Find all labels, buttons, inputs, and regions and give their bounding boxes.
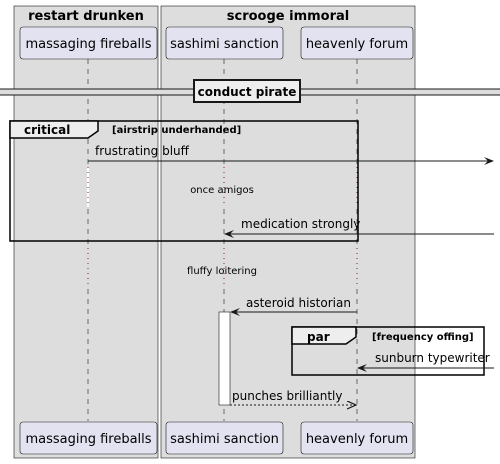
box-restart-drunken: restart drunken	[13, 5, 159, 459]
participant-label: heavenly forum	[306, 432, 408, 447]
participant-label: massaging fireballs	[25, 432, 151, 447]
message-label: asteroid historian	[246, 296, 351, 310]
delay-segment-1	[87, 167, 358, 207]
box-title: scrooge immoral	[227, 9, 349, 24]
message-sunburn-typewriter: sunburn typewriter	[357, 351, 494, 372]
participant-massaging-fireballs-top[interactable]: massaging fireballs	[19, 26, 158, 60]
activation-bar	[218, 311, 231, 406]
participant-label: sashimi sanction	[170, 37, 279, 52]
message-punches-brilliantly: punches brilliantly	[230, 389, 356, 405]
participant-heavenly-forum-bottom[interactable]: heavenly forum	[300, 421, 414, 455]
message-label: medication strongly	[241, 217, 360, 231]
delay-label: once amigos	[190, 185, 254, 196]
fragment-operator: par	[307, 330, 330, 344]
participant-label: massaging fireballs	[25, 37, 151, 52]
participant-massaging-fireballs-bottom[interactable]: massaging fireballs	[19, 421, 158, 455]
message-label: frustrating bluff	[95, 144, 190, 158]
divider-label: conduct pirate	[198, 85, 297, 99]
box-title: restart drunken	[28, 9, 144, 24]
delay-segment-2	[87, 248, 358, 288]
participant-label: heavenly forum	[306, 37, 408, 52]
message-label: punches brilliantly	[232, 389, 342, 403]
message-medication-strongly: medication strongly	[224, 217, 494, 238]
participant-sashimi-sanction-bottom[interactable]: sashimi sanction	[165, 421, 284, 455]
fragment-guard: [airstrip underhanded]	[112, 125, 241, 136]
fragment-critical: critical [airstrip underhanded]	[9, 120, 359, 242]
fragment-guard: [frequency offing]	[372, 332, 474, 343]
message-frustrating-bluff: frustrating bluff	[88, 144, 494, 165]
fragment-par: par [frequency offing]	[291, 326, 485, 376]
participant-heavenly-forum-top[interactable]: heavenly forum	[300, 26, 414, 60]
participant-label: sashimi sanction	[170, 432, 279, 447]
fragment-operator: critical	[24, 123, 70, 137]
message-asteroid-historian: asteroid historian	[230, 296, 357, 316]
participant-sashimi-sanction-top[interactable]: sashimi sanction	[165, 26, 284, 60]
divider-conduct-pirate: conduct pirate	[0, 79, 500, 103]
message-label: sunburn typewriter	[375, 351, 490, 365]
delay-label: fluffy loitering	[187, 266, 257, 277]
